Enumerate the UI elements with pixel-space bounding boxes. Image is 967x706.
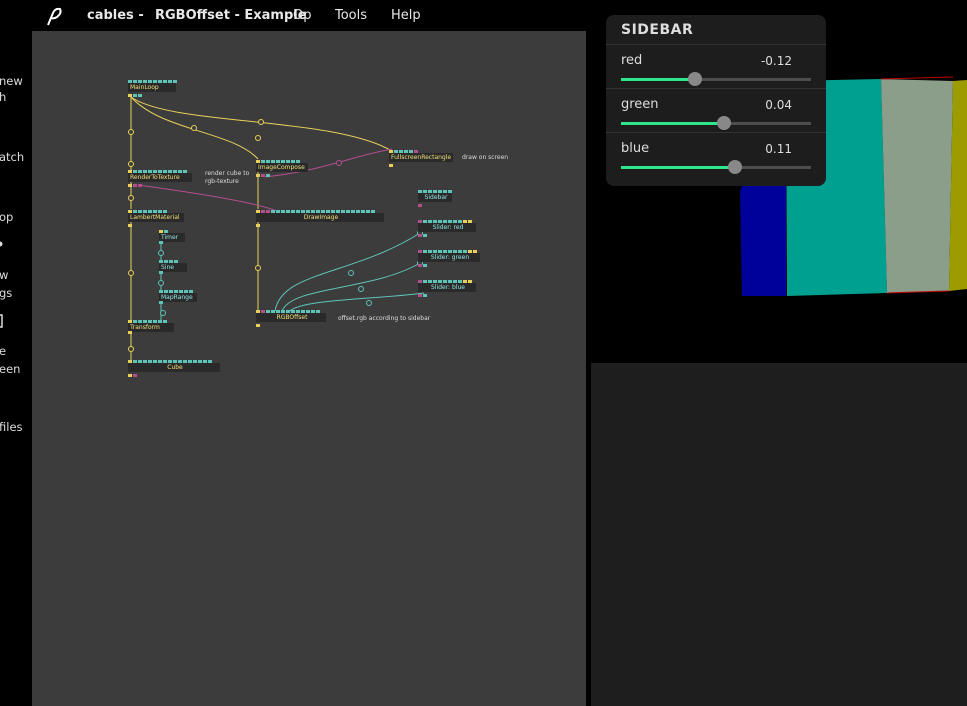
slider-value[interactable]: 0.11 [765, 142, 792, 156]
slider-fill [621, 122, 724, 125]
lower-panel [591, 363, 967, 706]
comment-draw-on-screen: draw on screen [462, 154, 509, 161]
op-title: ImageCompose [256, 163, 308, 172]
op-title: Sidebar [418, 193, 452, 202]
cables-logo-icon[interactable] [44, 5, 64, 27]
panel-divider[interactable] [586, 31, 591, 706]
slider-fill [621, 166, 735, 169]
nav-new-patch-line2[interactable]: h [0, 90, 7, 104]
slider-knob[interactable] [728, 160, 742, 174]
slider-green[interactable]: green 0.04 [606, 89, 826, 133]
comment-render-cube: render cube to rgb-texture [205, 170, 250, 185]
slider-label: blue [621, 141, 650, 156]
op-imagecompose[interactable]: ImageCompose [256, 160, 310, 177]
patch-links [128, 96, 425, 361]
sidebar-divider [606, 132, 826, 133]
project-name[interactable]: RGBOffset - Example [155, 8, 307, 23]
slider-track[interactable] [621, 116, 811, 130]
nav-bracket-icon[interactable] [0, 314, 5, 331]
slider-label: green [621, 97, 659, 112]
op-slider-red[interactable]: Slider: red [418, 220, 478, 237]
op-title: Timer [159, 233, 185, 242]
menu-op[interactable]: Op [293, 8, 312, 23]
left-nav: new h atch op w gs e een files [0, 32, 32, 706]
op-title: FullscreenRectangle [389, 153, 453, 162]
op-sidebar[interactable]: Sidebar [418, 190, 454, 207]
slider-track[interactable] [621, 160, 811, 174]
sidebar-divider [606, 88, 826, 89]
op-maprange[interactable]: MapRange [159, 290, 199, 304]
slider-red[interactable]: red -0.12 [606, 45, 826, 89]
nav-view[interactable]: w [0, 268, 9, 282]
op-title: RGBOffset [256, 313, 326, 322]
menu-tools[interactable]: Tools [335, 8, 368, 23]
op-rgboffset[interactable]: RGBOffset [256, 310, 328, 327]
op-slider-green[interactable]: Slider: green [418, 250, 482, 267]
op-sine[interactable]: Sine [159, 260, 189, 274]
slider-track[interactable] [621, 72, 811, 86]
slider-value[interactable]: -0.12 [760, 54, 792, 68]
sidebar-title: SIDEBAR [621, 22, 694, 38]
comment-offset-rgb: offset.rgb according to sidebar [338, 315, 431, 322]
op-title: Transform [128, 323, 174, 332]
menu-help[interactable]: Help [391, 8, 421, 23]
nav-op[interactable]: op [0, 210, 14, 224]
op-title: LambertMaterial [128, 213, 184, 222]
slider-knob[interactable] [716, 116, 731, 130]
op-title: DrawImage [256, 213, 384, 222]
op-title: MapRange [159, 293, 197, 302]
app-name[interactable]: cables - [87, 8, 144, 23]
op-mainloop[interactable]: MainLoop [128, 80, 178, 97]
op-rendertotexture[interactable]: RenderToTexture [128, 170, 196, 187]
op-timer[interactable]: Timer [159, 230, 187, 244]
sidebar-divider [606, 44, 826, 45]
nav-files[interactable]: files [0, 420, 23, 434]
slider-knob[interactable] [688, 72, 703, 86]
op-title: Slider: red [418, 223, 476, 232]
nav-fullscreen-line2[interactable]: een [0, 362, 21, 376]
op-title: Slider: green [418, 253, 480, 262]
nav-settings[interactable]: gs [0, 286, 13, 300]
slider-value[interactable]: 0.04 [765, 98, 792, 112]
nav-patch[interactable]: atch [0, 150, 25, 164]
op-title: Slider: blue [418, 283, 476, 292]
slider-label: red [621, 53, 643, 68]
nav-new-patch[interactable]: new [0, 74, 23, 88]
op-title: Sine [159, 263, 187, 272]
nav-fullscreen[interactable]: e [0, 344, 7, 358]
sidebar-panel: SIDEBAR red -0.12 green 0.04 blue 0.11 [606, 15, 826, 186]
op-title: Cube [128, 363, 220, 372]
slider-blue[interactable]: blue 0.11 [606, 133, 826, 177]
op-fullscreenrectangle[interactable]: FullscreenRectangle [389, 150, 455, 167]
op-transform[interactable]: Transform [128, 320, 176, 334]
slider-fill [621, 78, 696, 81]
op-slider-blue[interactable]: Slider: blue [418, 280, 478, 297]
patch-editor[interactable]: MainLoop RenderToTexture render cube to … [32, 31, 586, 706]
nav-dot-icon[interactable] [0, 237, 5, 251]
op-title: MainLoop [128, 83, 176, 92]
op-drawimage[interactable]: DrawImage [256, 210, 386, 227]
op-cube[interactable]: Cube [128, 360, 222, 377]
op-title: RenderToTexture [128, 173, 192, 182]
op-lambertmaterial[interactable]: LambertMaterial [128, 210, 186, 227]
